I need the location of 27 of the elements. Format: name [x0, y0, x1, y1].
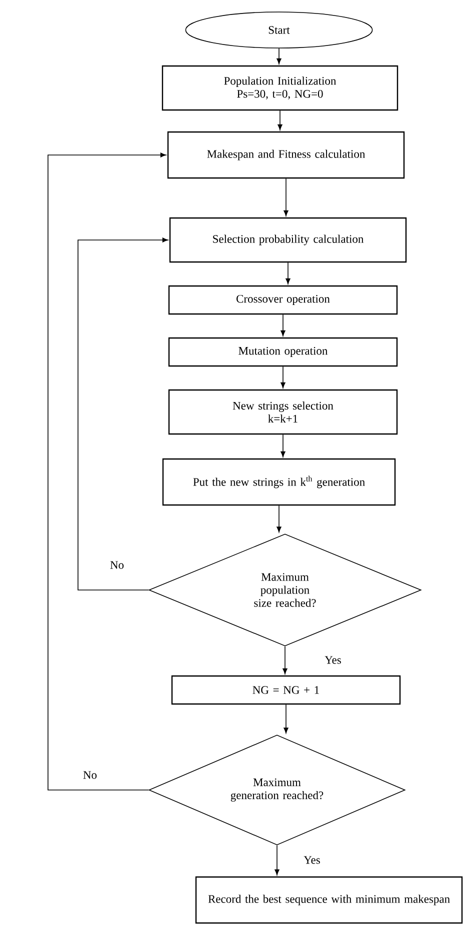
- edge-label: Yes: [324, 655, 342, 665]
- process-box: Makespan and Fitness calculation: [167, 131, 405, 179]
- arrow: [276, 505, 282, 532]
- arrow: [284, 178, 288, 216]
- process-box: Crossover operation: [168, 285, 398, 315]
- process-box: New strings selection k=k+1: [168, 389, 398, 435]
- arrow: [280, 314, 286, 336]
- arrow: [278, 110, 282, 130]
- edge-label: No: [108, 560, 126, 570]
- arrow: [276, 48, 282, 64]
- start-terminal: Start: [185, 12, 373, 48]
- edge-label: No: [82, 770, 98, 780]
- process-box: Put the new strings in k$^{th}$ generation: [162, 458, 396, 506]
- process-box: NG = NG + 1: [171, 675, 401, 705]
- arrow: [280, 366, 286, 388]
- arrow: [274, 845, 280, 876]
- process-box: Population Initialization Ps=30, t=0, NG=0: [162, 65, 398, 111]
- arrow: [282, 646, 288, 674]
- arrow: [48, 152, 166, 790]
- process-box: Selection probability calculation: [169, 217, 407, 263]
- edge-label: Yes: [302, 855, 322, 865]
- arrow: [284, 704, 288, 734]
- arrow: [280, 434, 286, 458]
- arrow: [78, 238, 168, 590]
- process-box: Record the best sequence with minimum makespan: [195, 876, 463, 924]
- process-box: Mutation operation: [168, 337, 398, 367]
- arrow: [286, 262, 290, 284]
